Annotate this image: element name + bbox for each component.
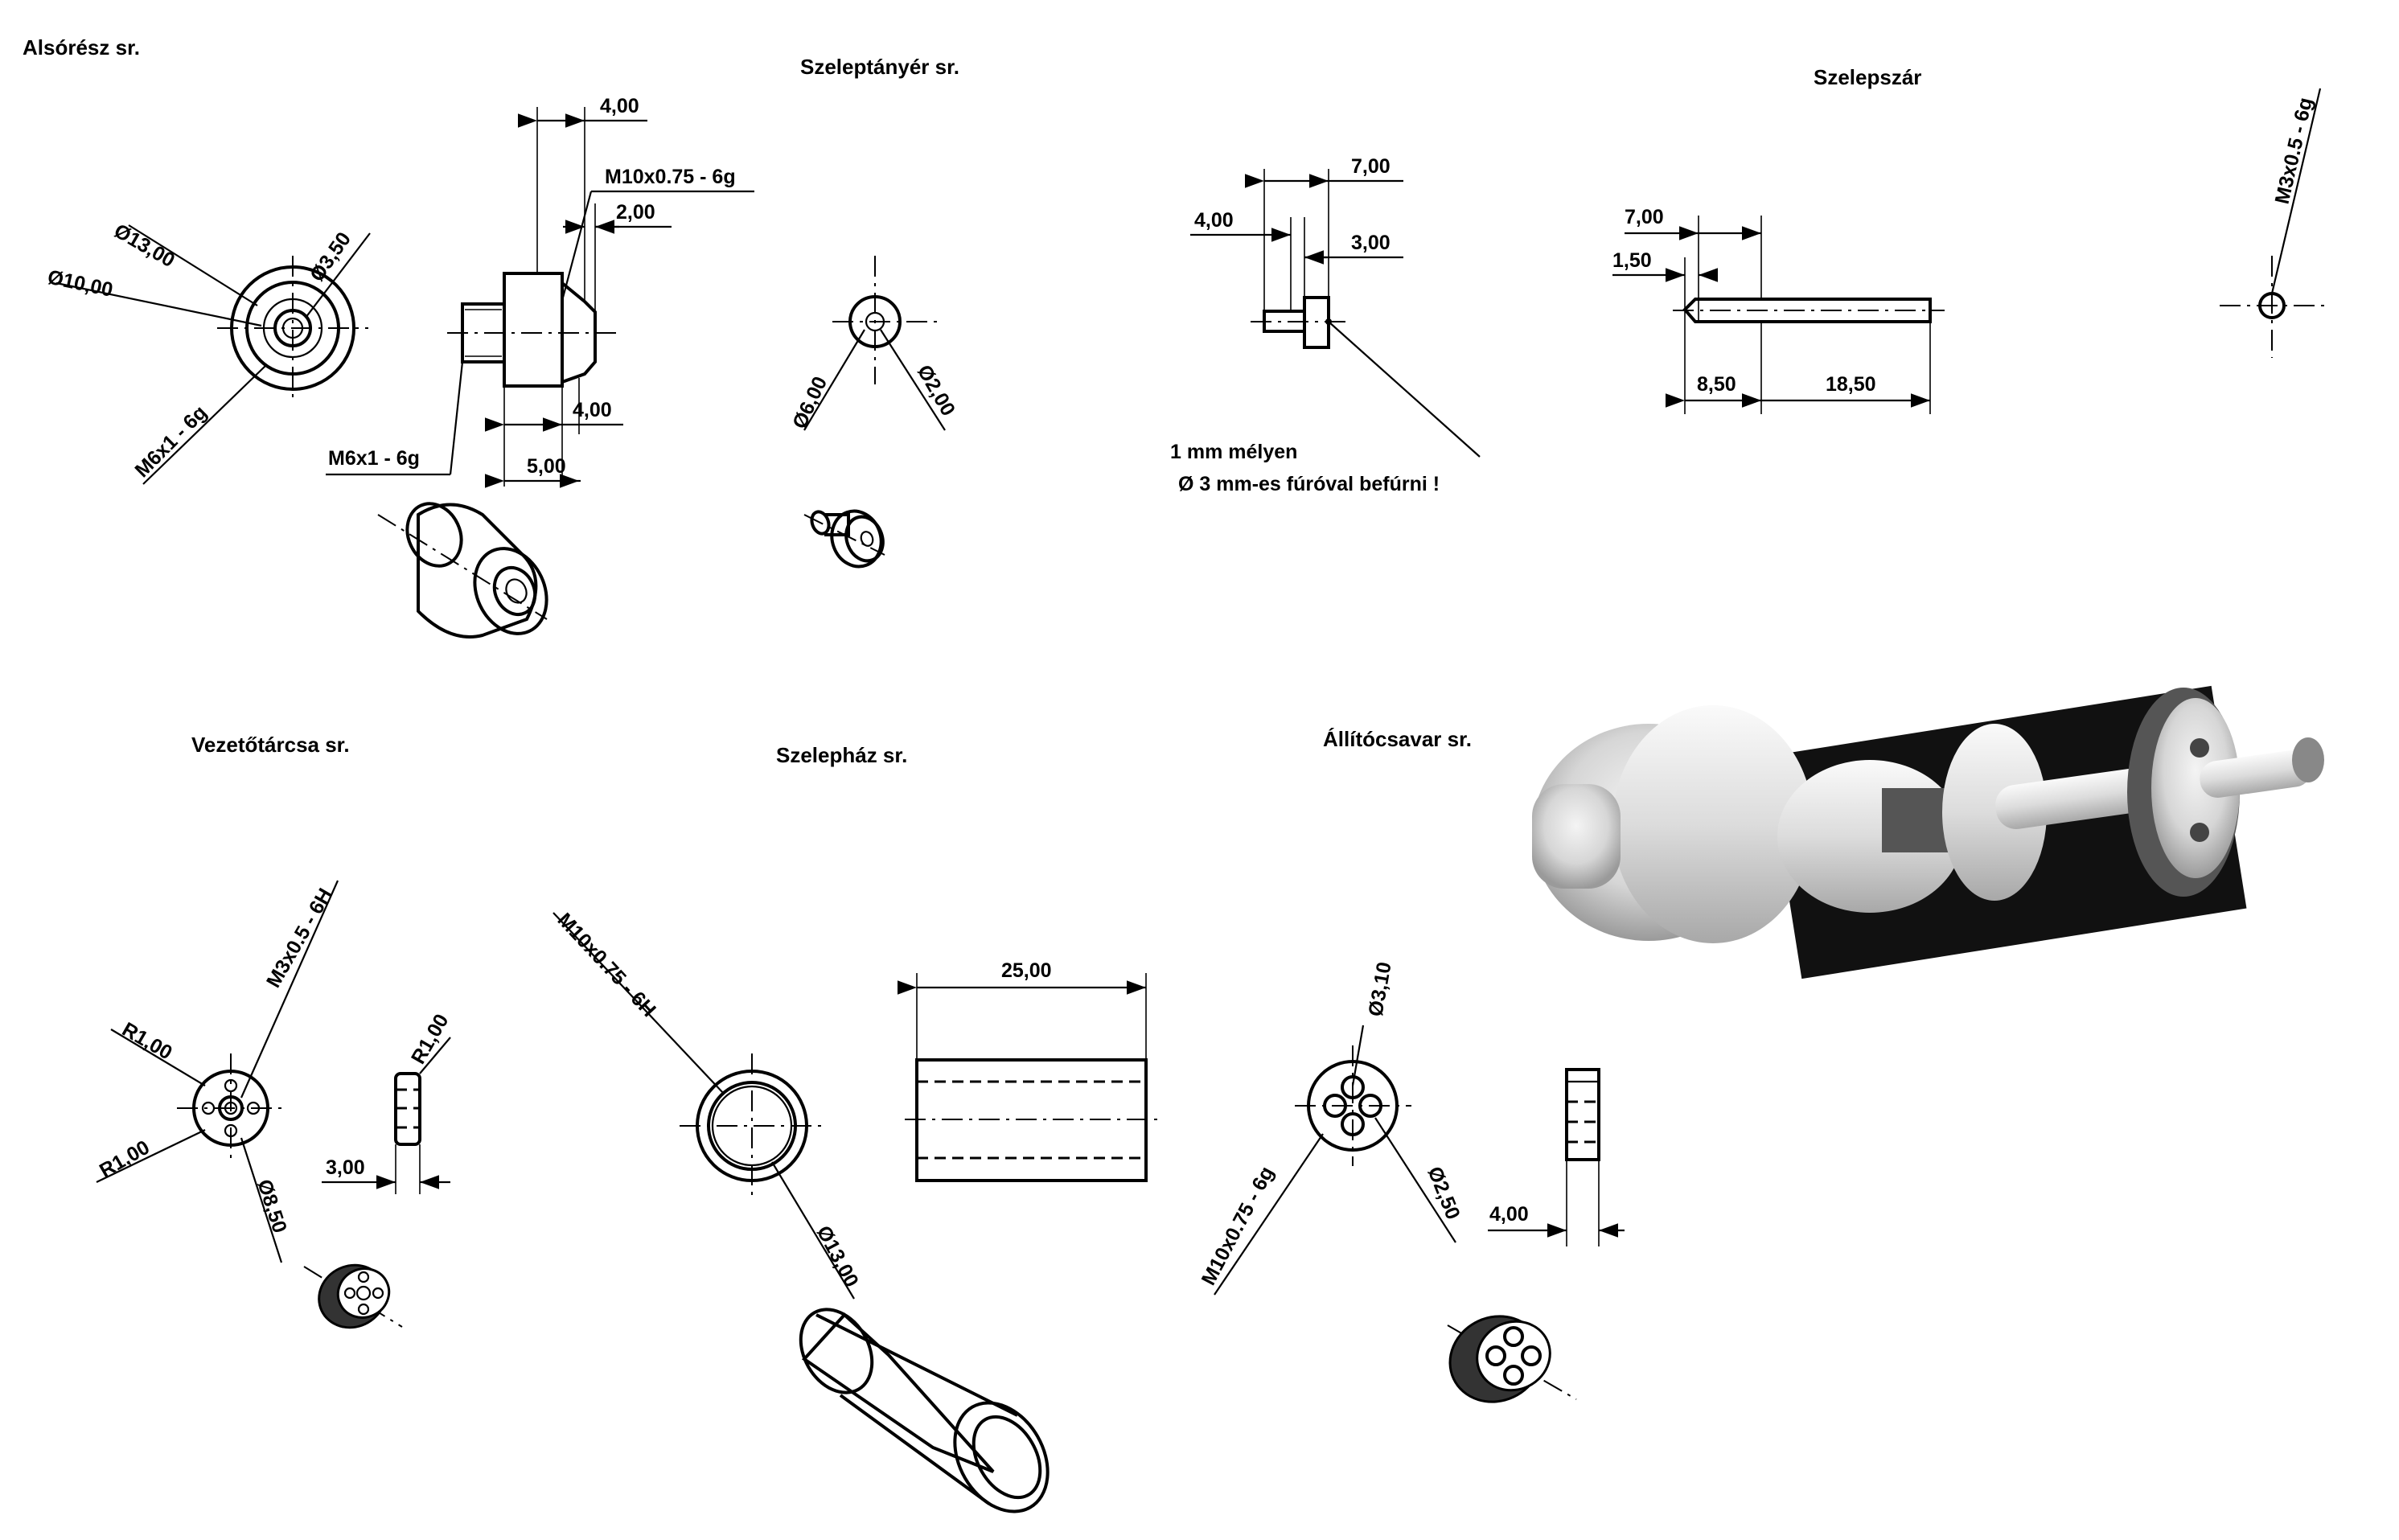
szeleptanyer-dim-300: 3,00 bbox=[1351, 232, 1391, 254]
vezetotarcsa-d850-label: Ø8,50 bbox=[253, 1177, 291, 1235]
alsoresz-m6-side-label: M6x1 - 6g bbox=[328, 447, 420, 470]
title-szelepszar: Szelepszár bbox=[1814, 65, 1921, 89]
allitocsavar-front-view bbox=[1214, 1025, 1456, 1296]
allitocsavar-dim-400: 4,00 bbox=[1489, 1203, 1529, 1226]
szelepszar-dim-150: 1,50 bbox=[1612, 249, 1652, 272]
allitocsavar-m10-label: M10x0.75 - 6g bbox=[1197, 1163, 1279, 1289]
szelepszar-dim-1850: 18,50 bbox=[1826, 373, 1876, 396]
assembly-render bbox=[1532, 685, 2324, 979]
szeleptanyer-note-2: Ø 3 mm-es fúróval befúrni ! bbox=[1178, 473, 1440, 495]
part-szelephaz: Szelepház sr. M10x0.75 - 6H Ø13,00 25,00 bbox=[553, 743, 1158, 1513]
vezetotarcsa-dim-300: 3,00 bbox=[326, 1156, 365, 1179]
part-vezetotarcsa: Vezetőtárcsa sr. M3x0.5 - 6H R1,00 R1,00… bbox=[96, 733, 454, 1329]
vezetotarcsa-iso-view bbox=[303, 1263, 403, 1329]
szelephaz-iso-view bbox=[799, 1308, 1050, 1513]
alsoresz-m6-label: M6x1 - 6g bbox=[130, 401, 211, 482]
alsoresz-dim-200: 2,00 bbox=[616, 201, 655, 224]
szelepszar-dim-850: 8,50 bbox=[1697, 373, 1736, 396]
allitocsavar-iso-view bbox=[1447, 1315, 1577, 1403]
vezetotarcsa-r1-c: R1,00 bbox=[407, 1010, 454, 1068]
alsoresz-front-view bbox=[55, 224, 371, 485]
szelepszar-m3-label: M3x0.5 - 6g bbox=[2271, 96, 2318, 207]
alsoresz-dim-500: 5,00 bbox=[527, 455, 566, 478]
szeleptanyer-note-1: 1 mm mélyen bbox=[1170, 441, 1297, 463]
alsoresz-dim-400-top: 4,00 bbox=[600, 95, 639, 117]
szelephaz-side-view bbox=[897, 973, 1158, 1182]
szeleptanyer-dim-700: 7,00 bbox=[1351, 155, 1391, 178]
allitocsavar-d250-label: Ø2,50 bbox=[1423, 1164, 1464, 1223]
alsoresz-m10-label: M10x0.75 - 6g bbox=[605, 166, 736, 188]
szelepszar-end-view bbox=[2220, 88, 2326, 358]
vezetotarcsa-m3-label: M3x0.5 - 6H bbox=[262, 885, 337, 992]
part-szelepszar: Szelepszár 7,00 1,50 8,50 18,50 M bbox=[1612, 65, 2326, 414]
title-alsoresz: Alsórész sr. bbox=[23, 35, 140, 60]
alsoresz-d13-label: Ø13,00 bbox=[110, 220, 179, 272]
szeleptanyer-d600-label: Ø6,00 bbox=[788, 373, 832, 433]
szelepszar-side-view bbox=[1612, 216, 1945, 414]
szeleptanyer-dim-400: 4,00 bbox=[1194, 209, 1234, 232]
szelephaz-d13-label: Ø13,00 bbox=[812, 1222, 863, 1292]
allitocsavar-side-view bbox=[1488, 1068, 1625, 1246]
szelephaz-front-view bbox=[553, 912, 855, 1300]
title-szelephaz: Szelepház sr. bbox=[776, 743, 907, 767]
szeleptanyer-side-view bbox=[1190, 169, 1481, 458]
part-szeleptanyer: Szeleptányér sr. Ø6,00 Ø2,00 bbox=[788, 55, 1481, 569]
szelepszar-dim-700: 7,00 bbox=[1625, 206, 1664, 228]
szeleptanyer-iso-view bbox=[803, 509, 885, 569]
part-alsoresz: Alsórész sr. Ø13,00 Ø10,00 Ø3,50 M6x1 - … bbox=[23, 35, 754, 639]
alsoresz-side-view bbox=[326, 107, 754, 488]
vezetotarcsa-front-view bbox=[96, 880, 339, 1263]
alsoresz-dim-400-bottom: 4,00 bbox=[573, 399, 612, 421]
vezetotarcsa-r1-b: R1,00 bbox=[96, 1136, 154, 1183]
alsoresz-d10-label: Ø10,00 bbox=[46, 265, 115, 301]
alsoresz-d350-label: Ø3,50 bbox=[306, 228, 355, 286]
title-szeleptanyer: Szeleptányér sr. bbox=[800, 55, 959, 79]
vezetotarcsa-r1-a: R1,00 bbox=[118, 1018, 176, 1065]
title-allitocsavar: Állítócsavar sr. bbox=[1323, 727, 1472, 751]
szeleptanyer-front-view bbox=[803, 256, 946, 431]
title-vezetotarcsa: Vezetőtárcsa sr. bbox=[191, 733, 350, 757]
szelephaz-m10-label: M10x0.75 - 6H bbox=[553, 909, 660, 1021]
alsoresz-iso-view bbox=[377, 502, 548, 639]
szelephaz-dim-2500: 25,00 bbox=[1001, 959, 1052, 982]
allitocsavar-d310-label: Ø3,10 bbox=[1364, 960, 1395, 1018]
vezetotarcsa-side-view bbox=[322, 1037, 451, 1194]
